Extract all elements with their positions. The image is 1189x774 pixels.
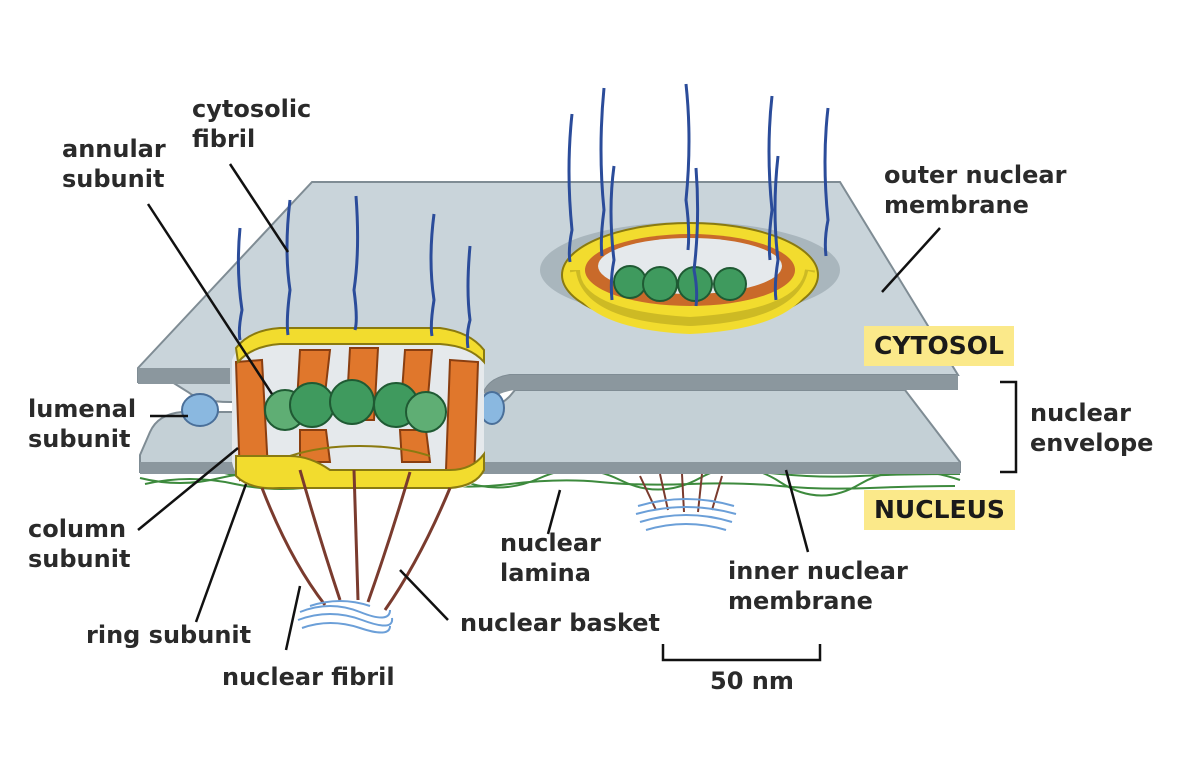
label-ring-subunit: ring subunit	[86, 621, 252, 649]
label-line: inner nuclear	[728, 557, 908, 585]
label-lumenal-subunit: lumenal subunit	[28, 394, 136, 454]
label-line: envelope	[1030, 429, 1154, 457]
label-column-subunit: column subunit	[28, 514, 130, 574]
label-annular-subunit: annular subunit	[62, 134, 166, 194]
outer-membrane-edge	[484, 375, 958, 402]
label-nuclear-lamina: nuclear lamina	[500, 528, 601, 588]
leader-lines	[137, 163, 1018, 662]
label-inner-nuclear-membrane: inner nuclear membrane	[728, 556, 908, 616]
label-nuclear-envelope: nuclear envelope	[1030, 398, 1153, 458]
label-line: lamina	[500, 559, 591, 587]
label-outer-nuclear-membrane: outer nuclear membrane	[884, 160, 1066, 220]
label-nuclear-fibril: nuclear fibril	[222, 663, 395, 691]
cytosolic-fibrils-left	[236, 195, 472, 349]
label-nuclear-basket: nuclear basket	[460, 609, 661, 637]
label-line: nuclear	[1030, 399, 1131, 427]
label-nucleus: NUCLEUS	[864, 490, 1015, 530]
label-line: annular	[62, 135, 166, 163]
cutaway-pore	[232, 327, 485, 490]
label-line: membrane	[884, 191, 1029, 219]
label-line: fibril	[192, 125, 256, 153]
label-line: cytosolic	[192, 95, 312, 123]
label-line: subunit	[28, 425, 131, 453]
nuclear-basket-left	[260, 469, 452, 611]
cytosolic-fibrils-right	[567, 83, 830, 307]
label-line: lumenal	[28, 395, 137, 423]
nuclear-fibril-left	[297, 600, 394, 634]
label-line: column	[28, 515, 127, 543]
nuclear-basket-right	[639, 473, 723, 513]
outer-membrane-edge-left	[138, 368, 230, 384]
lumenal-subunit-left	[181, 393, 219, 427]
nuclear-fibril-right	[635, 498, 737, 531]
label-line: nuclear	[500, 529, 601, 557]
label-cytosol: CYTOSOL	[864, 326, 1014, 366]
label-cytosolic-fibril: cytosolic fibril	[192, 94, 311, 154]
label-line: membrane	[728, 587, 873, 615]
label-line: subunit	[28, 545, 131, 573]
label-line: subunit	[62, 165, 165, 193]
label-line: outer nuclear	[884, 161, 1067, 189]
label-scale-bar: 50 nm	[710, 667, 794, 695]
